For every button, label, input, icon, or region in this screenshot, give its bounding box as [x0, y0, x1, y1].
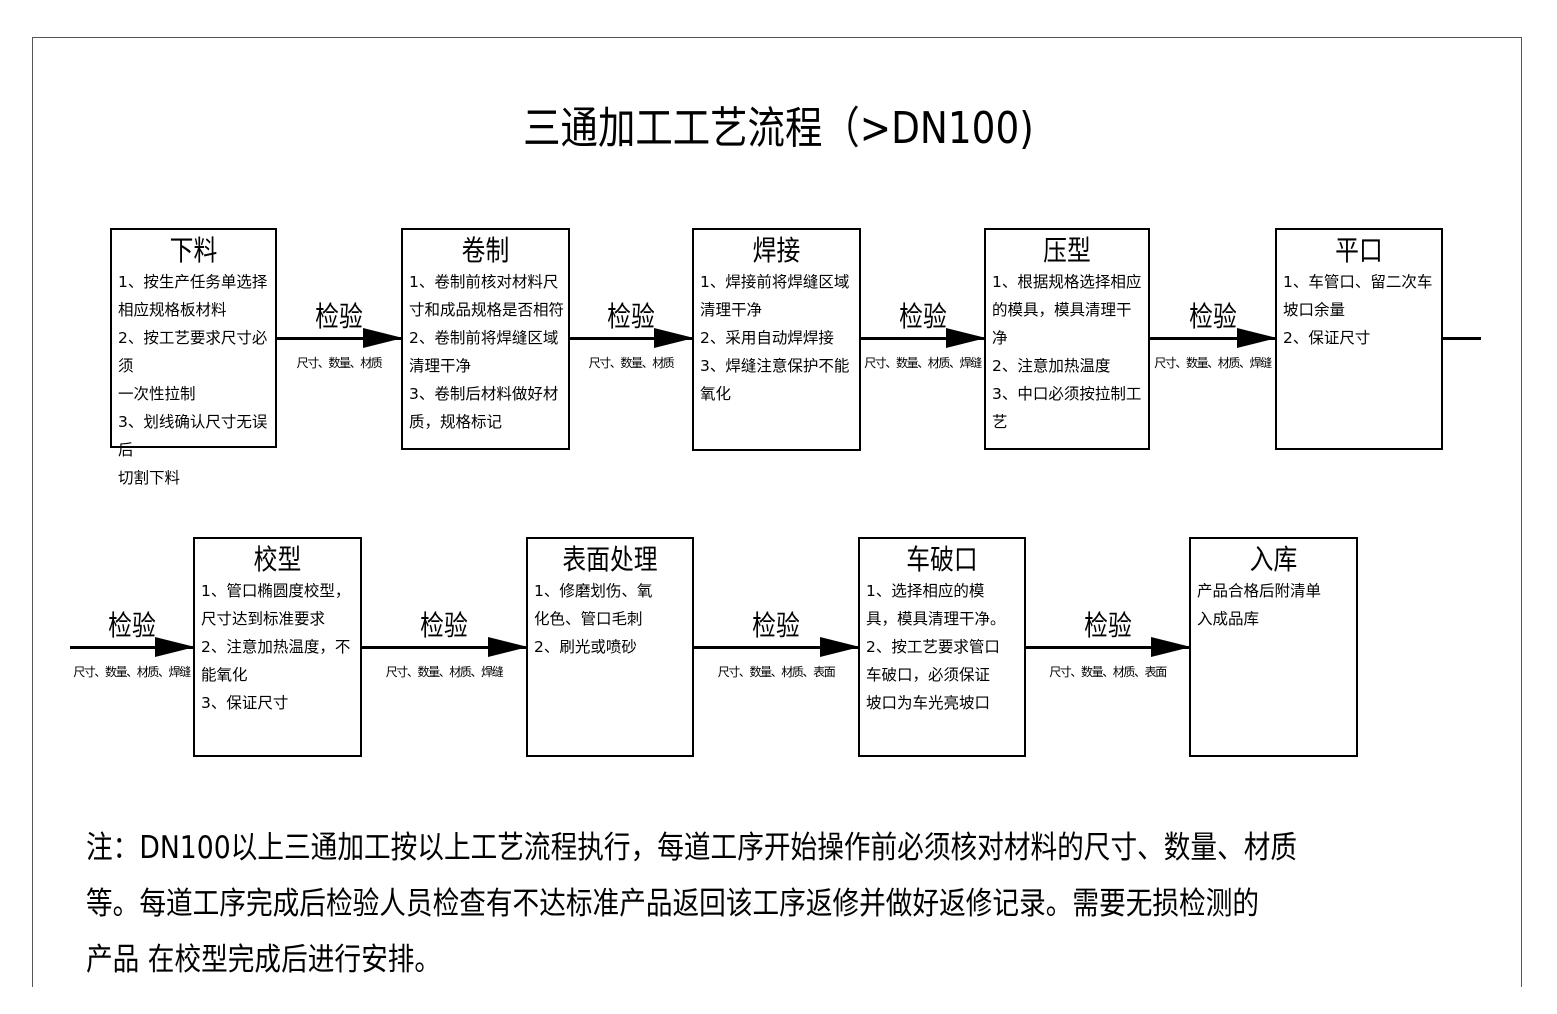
- inspection-label: 检验: [1188, 300, 1237, 333]
- arrowhead-icon: [1151, 637, 1191, 657]
- step-description: 1、车管口、留二次车 坡口余量 2、保证尺寸: [1283, 273, 1433, 347]
- inspection-label: 检验: [420, 609, 468, 642]
- step-description: 1、卷制前核对材料尺 寸和成品规格是否相符 2、卷制前将焊缝区域 清理干净 3、…: [409, 273, 565, 431]
- inspection-criteria: 尺寸、数量、材质、焊缝: [385, 665, 504, 679]
- inspection-label: 检验: [315, 300, 363, 333]
- process-step-box: 平口 1、车管口、留二次车 坡口余量 2、保证尺寸: [1275, 228, 1443, 450]
- step-description: 1、选择相应的模 具，模具清理干净。 2、按工艺要求管口 车破口，必须保证 坡口…: [866, 582, 1006, 712]
- arrowhead-icon: [1237, 328, 1277, 348]
- flow-arrow: [694, 637, 860, 657]
- frame-border-top: [32, 37, 1521, 38]
- inspection-criteria: 尺寸、数量、材质、表面: [1049, 665, 1167, 679]
- step-description: 1、修磨划伤、氧 化色、管口毛刺 2、刷光或喷砂: [534, 582, 653, 656]
- inspection-criteria: 尺寸、数量、材质、焊缝: [864, 356, 982, 370]
- step-title: 下料: [169, 234, 218, 267]
- process-step-box: 焊接 1、焊接前将焊缝区域 清理干净 2、采用自动焊焊接 3、焊缝注意保护不能 氧…: [692, 228, 861, 451]
- inspection-label: 检验: [752, 609, 800, 642]
- inspection-label: 检验: [1083, 609, 1132, 642]
- step-description: 1、管口椭圆度校型， 尺寸达到标准要求 2、注意加热温度，不 能氧化 3、保证尺…: [201, 582, 351, 712]
- inspection-criteria: 尺寸、数量、材质: [296, 356, 383, 370]
- arrowhead-icon: [820, 637, 860, 657]
- footnote: 注：DN100以上三通加工按以上工艺流程执行，每道工序开始操作前必须核对材料的尺…: [86, 830, 1298, 978]
- arrowhead-icon: [155, 637, 195, 657]
- inspection-criteria: 尺寸、数量、材质、焊缝: [1154, 356, 1272, 370]
- step-title: 入库: [1249, 543, 1298, 576]
- flow-connector-line: [1443, 337, 1481, 340]
- inspection-criteria: 尺寸、数量、材质、表面: [717, 665, 836, 679]
- process-step-box: 表面处理 1、修磨划伤、氧 化色、管口毛刺 2、刷光或喷砂: [526, 537, 694, 757]
- process-step-box: 下料 1、按生产任务单选择 相应规格板材料 2、按工艺要求尺寸必须 一次性拉制 3…: [110, 228, 277, 487]
- frame-border-left: [32, 37, 33, 987]
- step-description: 1、焊接前将焊缝区域 清理干净 2、采用自动焊焊接 3、焊缝注意保护不能 氧化: [700, 273, 850, 403]
- flow-arrow: [1026, 637, 1191, 657]
- step-title: 压型: [1043, 234, 1091, 267]
- process-step-box: 压型 1、根据规格选择相应 的模具，模具清理干净 2、注意加热温度 3、中口必须按…: [984, 228, 1150, 450]
- step-title: 校型: [253, 543, 302, 576]
- arrowhead-icon: [488, 637, 528, 657]
- step-description: 1、根据规格选择相应 的模具，模具清理干净 2、注意加热温度 3、中口必须按拉制…: [992, 273, 1142, 431]
- arrowhead-icon: [363, 328, 403, 348]
- arrowhead-icon: [946, 328, 986, 348]
- flow-arrow: [861, 328, 986, 348]
- step-title: 表面处理: [562, 543, 658, 576]
- flow-arrow: [70, 637, 195, 657]
- step-description: 产品合格后附清单 入成品库: [1197, 582, 1322, 628]
- step-title: 焊接: [752, 234, 801, 267]
- process-step-box: 校型 1、管口椭圆度校型， 尺寸达到标准要求 2、注意加热温度，不 能氧化 3、保…: [193, 537, 362, 757]
- process-step-box: 车破口 1、选择相应的模 具，模具清理干净。 2、按工艺要求管口 车破口，必须保证…: [858, 537, 1026, 757]
- arrowhead-icon: [654, 328, 694, 348]
- frame-border-right: [1521, 37, 1522, 987]
- step-title: 车破口: [906, 543, 978, 576]
- inspection-criteria: 尺寸、数量、材质、焊缝: [73, 665, 191, 679]
- flow-arrow: [362, 637, 528, 657]
- flow-arrow: [277, 328, 403, 348]
- flow-arrow: [1150, 328, 1277, 348]
- inspection-criteria: 尺寸、数量、材质: [588, 356, 675, 370]
- step-description: 1、按生产任务单选择 相应规格板材料 2、按工艺要求尺寸必须 一次性拉制 3、划…: [118, 273, 268, 487]
- inspection-label: 检验: [107, 609, 156, 642]
- process-step-box: 入库产品合格后附清单 入成品库: [1189, 537, 1358, 757]
- inspection-label: 检验: [898, 300, 947, 333]
- diagram-title: 三通加工工艺流程（>DN100): [523, 103, 1034, 154]
- inspection-label: 检验: [607, 300, 655, 333]
- flow-arrow: [570, 328, 694, 348]
- step-title: 卷制: [461, 234, 510, 267]
- step-title: 平口: [1335, 234, 1383, 267]
- process-step-box: 卷制 1、卷制前核对材料尺 寸和成品规格是否相符 2、卷制前将焊缝区域 清理干净 …: [401, 228, 570, 450]
